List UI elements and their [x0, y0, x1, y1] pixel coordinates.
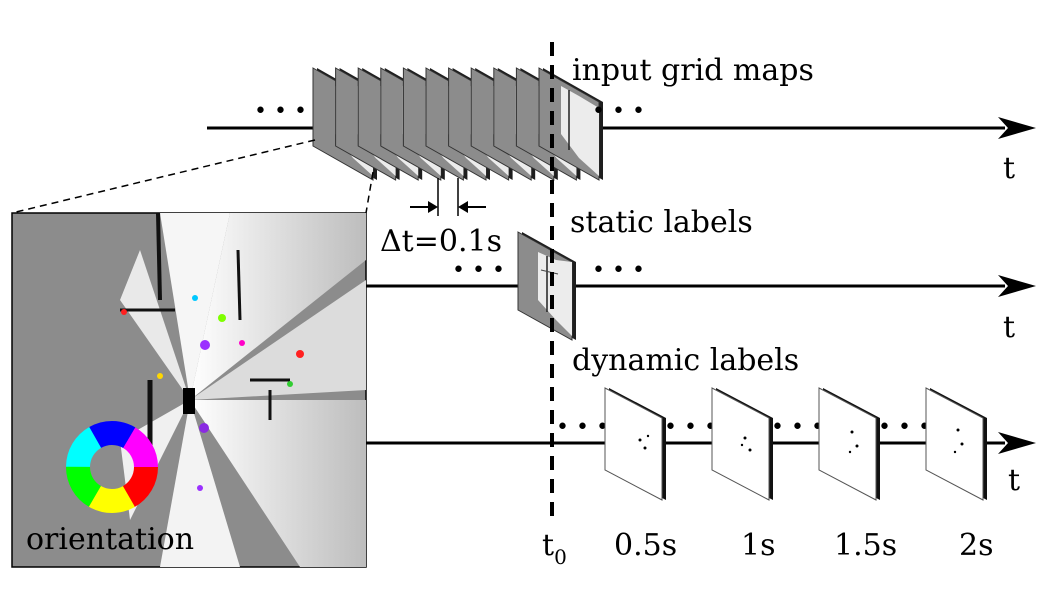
zoomed-grid-map: orientation — [11, 212, 367, 568]
tick-label-0: 0.5s — [614, 528, 677, 563]
input-grid-maps-label: input grid maps — [572, 53, 814, 88]
static-labels-label: static labels — [570, 205, 753, 240]
tick-label-2: 1.5s — [834, 528, 897, 563]
static-ellipsis-left: • • • — [452, 258, 505, 283]
dynamic-timeline: dynamic labels t • • • • • • • • • • • • — [366, 343, 1036, 501]
static-ellipsis-right: • • • — [592, 258, 645, 283]
delta-arrow-right-icon — [428, 201, 438, 213]
orientation-label: orientation — [26, 522, 194, 557]
delta-t-annotation: Δt=0.1s — [380, 178, 502, 259]
delta-arrow-left-icon — [458, 201, 468, 213]
dynamic-frame-1s — [711, 387, 773, 501]
input-ellipsis-left: • • • — [254, 99, 307, 124]
dynamic-frame-05s — [604, 387, 666, 501]
tick-label-3: 2s — [959, 528, 993, 563]
dynamic-ellipsis-2: • • • — [664, 415, 717, 440]
dynamic-ellipsis-4: • • • — [878, 415, 931, 440]
delta-t-label: Δt=0.1s — [380, 224, 502, 259]
dynamic-axis-arrowhead — [998, 432, 1036, 454]
zoom-line-left — [11, 139, 316, 214]
static-axis-arrowhead — [998, 275, 1036, 297]
input-axis-arrowhead — [998, 117, 1036, 139]
dynamic-labels-label: dynamic labels — [572, 343, 799, 378]
dynamic-ellipsis-1: • • • — [556, 415, 609, 440]
dynamic-frame-15s — [818, 387, 880, 501]
zoom-line-right — [365, 171, 374, 214]
input-ellipsis-right: • • • — [592, 99, 645, 124]
ego-vehicle-icon — [183, 388, 195, 414]
static-axis-t-label: t — [1003, 310, 1015, 345]
input-axis-t-label: t — [1003, 151, 1015, 186]
dynamic-axis-t-label: t — [1008, 463, 1020, 498]
tick-label-1: 1s — [741, 528, 775, 563]
orientation-color-wheel-icon — [66, 421, 158, 513]
input-timeline: • • • • • • input grid maps t — [207, 53, 1036, 186]
dynamic-frame-2s — [925, 387, 987, 501]
input-grid-map-stack — [312, 67, 603, 181]
static-grid-map — [517, 231, 576, 341]
input-grid-map-frame — [538, 67, 603, 181]
t0-label: t0 — [542, 528, 567, 569]
dynamic-ellipsis-3: • • • — [771, 415, 824, 440]
static-timeline: • • • • • • static labels t — [366, 205, 1036, 345]
